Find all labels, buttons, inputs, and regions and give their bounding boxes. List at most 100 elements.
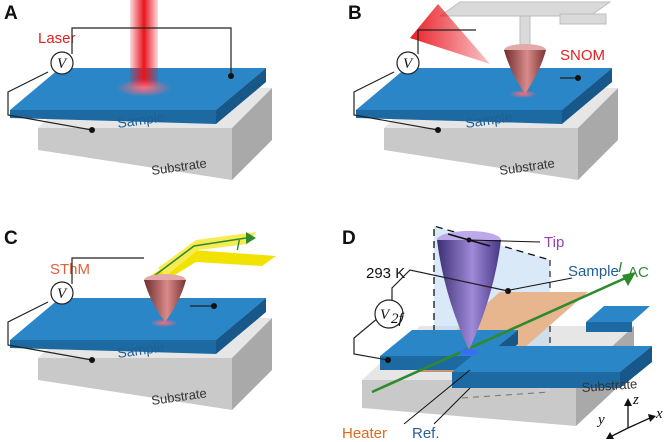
contact-dot bbox=[89, 357, 95, 363]
tip-label: Tip bbox=[544, 234, 564, 251]
substrate-label: Substrate bbox=[581, 376, 638, 395]
panel-a: A Laser Sample Substrate V bbox=[4, 0, 272, 180]
sthm-current-path bbox=[153, 237, 247, 277]
axis-x-line bbox=[627, 417, 651, 429]
substrate-side bbox=[232, 318, 272, 410]
sample-label: Sample bbox=[568, 263, 619, 280]
voltmeter-label: V bbox=[403, 56, 414, 72]
sample-slab-side bbox=[216, 298, 266, 354]
sample-slab-side bbox=[562, 68, 612, 124]
contact-dot bbox=[228, 73, 234, 79]
current-arrow bbox=[371, 274, 631, 394]
reference-bar bbox=[452, 346, 652, 372]
heater-leader bbox=[403, 369, 471, 425]
substrate-front bbox=[384, 128, 578, 180]
sample-slab-top bbox=[10, 298, 266, 340]
voltmeter-circle bbox=[374, 299, 404, 329]
sample-slab-front bbox=[356, 110, 562, 124]
voltmeter-circle bbox=[396, 51, 420, 75]
axis-y-label: y bbox=[596, 412, 605, 428]
laser-spot bbox=[116, 79, 172, 97]
sthm-label: SThM bbox=[50, 261, 90, 278]
tip-cone bbox=[504, 50, 546, 94]
sample-slab-side bbox=[216, 68, 266, 124]
laser-beam bbox=[130, 0, 158, 86]
axis-z-arrowhead bbox=[624, 398, 632, 406]
sthm-probe-arm-upper bbox=[158, 232, 256, 276]
substrate-side bbox=[232, 88, 272, 180]
heater-label: Heater bbox=[342, 425, 387, 442]
circuit-wire-bottom bbox=[353, 71, 439, 131]
sample-label: Sample bbox=[464, 108, 513, 130]
circuit-wire-top bbox=[71, 27, 232, 76]
circuit-wire-bottom bbox=[7, 71, 93, 131]
tip-spot bbox=[150, 319, 178, 327]
voltmeter-circle bbox=[50, 51, 74, 75]
reference-bar-side bbox=[620, 346, 652, 388]
tip-leader bbox=[469, 239, 541, 243]
substrate-side bbox=[578, 88, 618, 180]
sample-bar-far-front bbox=[586, 322, 632, 332]
voltmeter-subscript: 2f bbox=[391, 311, 405, 327]
contact-dot bbox=[211, 303, 217, 309]
voltmeter-label: V bbox=[57, 286, 68, 302]
contact-dot bbox=[435, 127, 441, 133]
temperature-label: 293 K bbox=[366, 265, 405, 282]
sample-bar-far bbox=[586, 306, 650, 322]
sample-slab-front bbox=[10, 340, 216, 354]
ref-leader bbox=[433, 387, 471, 425]
panel-letter-d: D bbox=[342, 228, 356, 249]
substrate-front bbox=[38, 128, 232, 180]
voltmeter-circle bbox=[50, 281, 74, 305]
sample-label: Sample bbox=[116, 108, 165, 130]
panel-letter-a: A bbox=[4, 3, 18, 24]
panel-c: C I SThM Sample Substrate V bbox=[4, 228, 276, 410]
contact-dot bbox=[89, 127, 95, 133]
current-subscript: AC bbox=[628, 264, 649, 281]
voltmeter-label: V bbox=[57, 56, 68, 72]
current-label: I bbox=[618, 259, 622, 276]
laser-label: Laser bbox=[38, 30, 76, 47]
voltmeter-label: V bbox=[380, 307, 391, 323]
substrate-front bbox=[362, 380, 576, 426]
panel-d: D I AC Tip 293 K Sample bbox=[342, 225, 663, 442]
contact-dot bbox=[466, 237, 472, 243]
circuit-wire-top bbox=[417, 29, 476, 54]
tip-spot bbox=[509, 90, 537, 98]
cantilever-body bbox=[438, 1, 612, 17]
axis-y-arrowhead bbox=[606, 432, 614, 439]
tip-apex bbox=[460, 349, 478, 355]
snom-label: SNOM bbox=[560, 47, 605, 64]
ref-label: Ref. bbox=[412, 425, 440, 442]
panel-b: B SNOM Sample Substrate V bbox=[348, 1, 618, 180]
current-label: I bbox=[236, 237, 240, 254]
contact-dot bbox=[385, 357, 391, 363]
cantilever-arm bbox=[559, 13, 607, 25]
axis-x-label: x bbox=[655, 406, 663, 422]
contact-dot bbox=[575, 75, 581, 81]
axis-x-arrowhead bbox=[648, 414, 656, 422]
sample-leader bbox=[509, 277, 573, 291]
sample-slab-top bbox=[356, 68, 612, 110]
axis-y-line bbox=[611, 427, 629, 437]
plane-edge bbox=[433, 225, 551, 356]
circuit-wire-top bbox=[71, 257, 144, 284]
panel-letter-b: B bbox=[348, 3, 362, 24]
axis-z-label: z bbox=[632, 392, 639, 408]
circuit-wire-bottom bbox=[353, 317, 389, 361]
panel-letter-c: C bbox=[4, 228, 18, 249]
reference-bar-front bbox=[452, 372, 620, 388]
substrate-front bbox=[38, 358, 232, 410]
sample-slab-front bbox=[10, 110, 216, 124]
plane-edge bbox=[461, 391, 551, 399]
circuit-wire-top bbox=[391, 269, 509, 304]
current-arrowhead bbox=[622, 272, 636, 286]
cantilever-stem bbox=[519, 15, 531, 47]
circuit-wire-bottom bbox=[7, 301, 93, 361]
snom-light-cone bbox=[410, 4, 490, 64]
tip-cone bbox=[144, 280, 186, 322]
current-arrowhead bbox=[246, 232, 256, 244]
sample-label: Sample bbox=[116, 338, 165, 360]
tip-cone bbox=[437, 240, 501, 350]
